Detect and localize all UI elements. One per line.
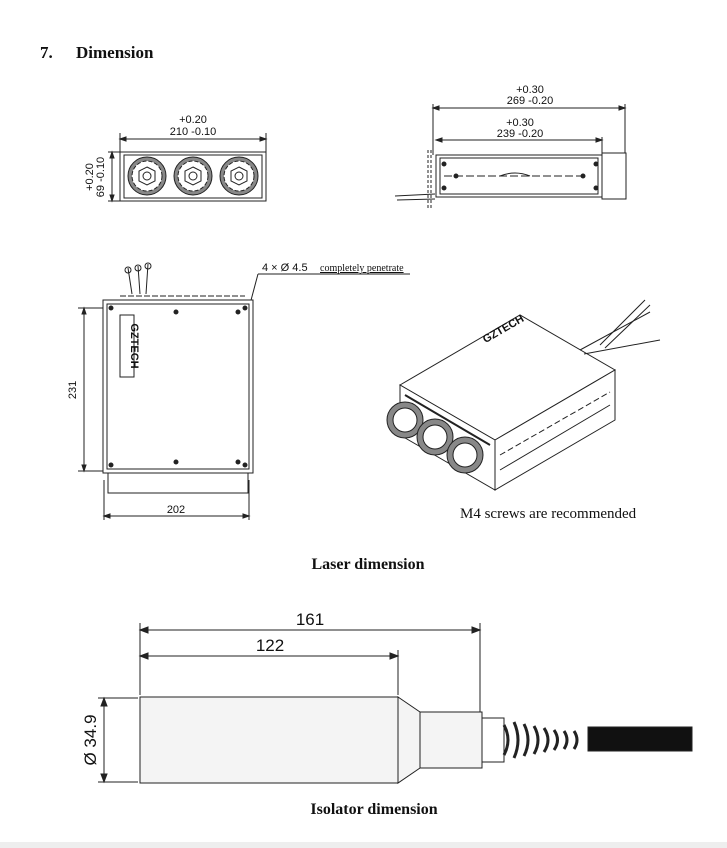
section-heading: 7. Dimension xyxy=(40,43,153,63)
front-width-value: 210 -0.10 xyxy=(170,126,216,138)
fan-icon xyxy=(219,156,259,196)
front-height-tolerance: +0.20 xyxy=(84,163,96,191)
screw-note: M4 screws are recommended xyxy=(460,506,637,522)
front-view-drawing: +0.20 210 -0.10 +0.20 69 -0.10 xyxy=(84,114,268,203)
isolator-caption: Isolator dimension xyxy=(310,801,438,818)
top-width-value: 202 xyxy=(167,504,185,516)
fan-icon xyxy=(127,156,167,196)
fan-icon xyxy=(173,156,213,196)
top-brand-logo: GZTECH xyxy=(128,323,140,368)
front-height-value: 69 -0.10 xyxy=(95,157,107,197)
hole-note-suffix: completely penetrate xyxy=(320,263,404,274)
top-view-drawing: 4 × Ø 4.5 completely penetrate 231 202 G… xyxy=(67,262,410,520)
hole-note-prefix: 4 × Ø 4.5 xyxy=(262,262,308,274)
side-total-value: 269 -0.20 xyxy=(507,95,553,107)
side-view-drawing: +0.30 269 -0.20 +0.30 239 -0.20 xyxy=(394,84,627,208)
laser-caption: Laser dimension xyxy=(311,556,425,573)
side-body-value: 239 -0.20 xyxy=(497,128,543,140)
isometric-view-drawing: GZTECH xyxy=(386,299,661,491)
page-bottom-bar xyxy=(0,842,727,848)
side-body-tolerance: +0.30 xyxy=(506,117,534,129)
top-height-value: 231 xyxy=(67,381,79,399)
section-number: 7. xyxy=(40,43,53,62)
front-width-tolerance: +0.20 xyxy=(179,114,207,126)
isolator-body-length: 122 xyxy=(256,636,284,655)
isolator-diameter: Ø 34.9 xyxy=(81,714,100,765)
isolator-total-length: 161 xyxy=(296,610,324,629)
section-title: Dimension xyxy=(76,43,154,62)
side-total-tolerance: +0.30 xyxy=(516,84,544,96)
isolator-drawing: 161 122 Ø 34.9 xyxy=(81,610,693,784)
